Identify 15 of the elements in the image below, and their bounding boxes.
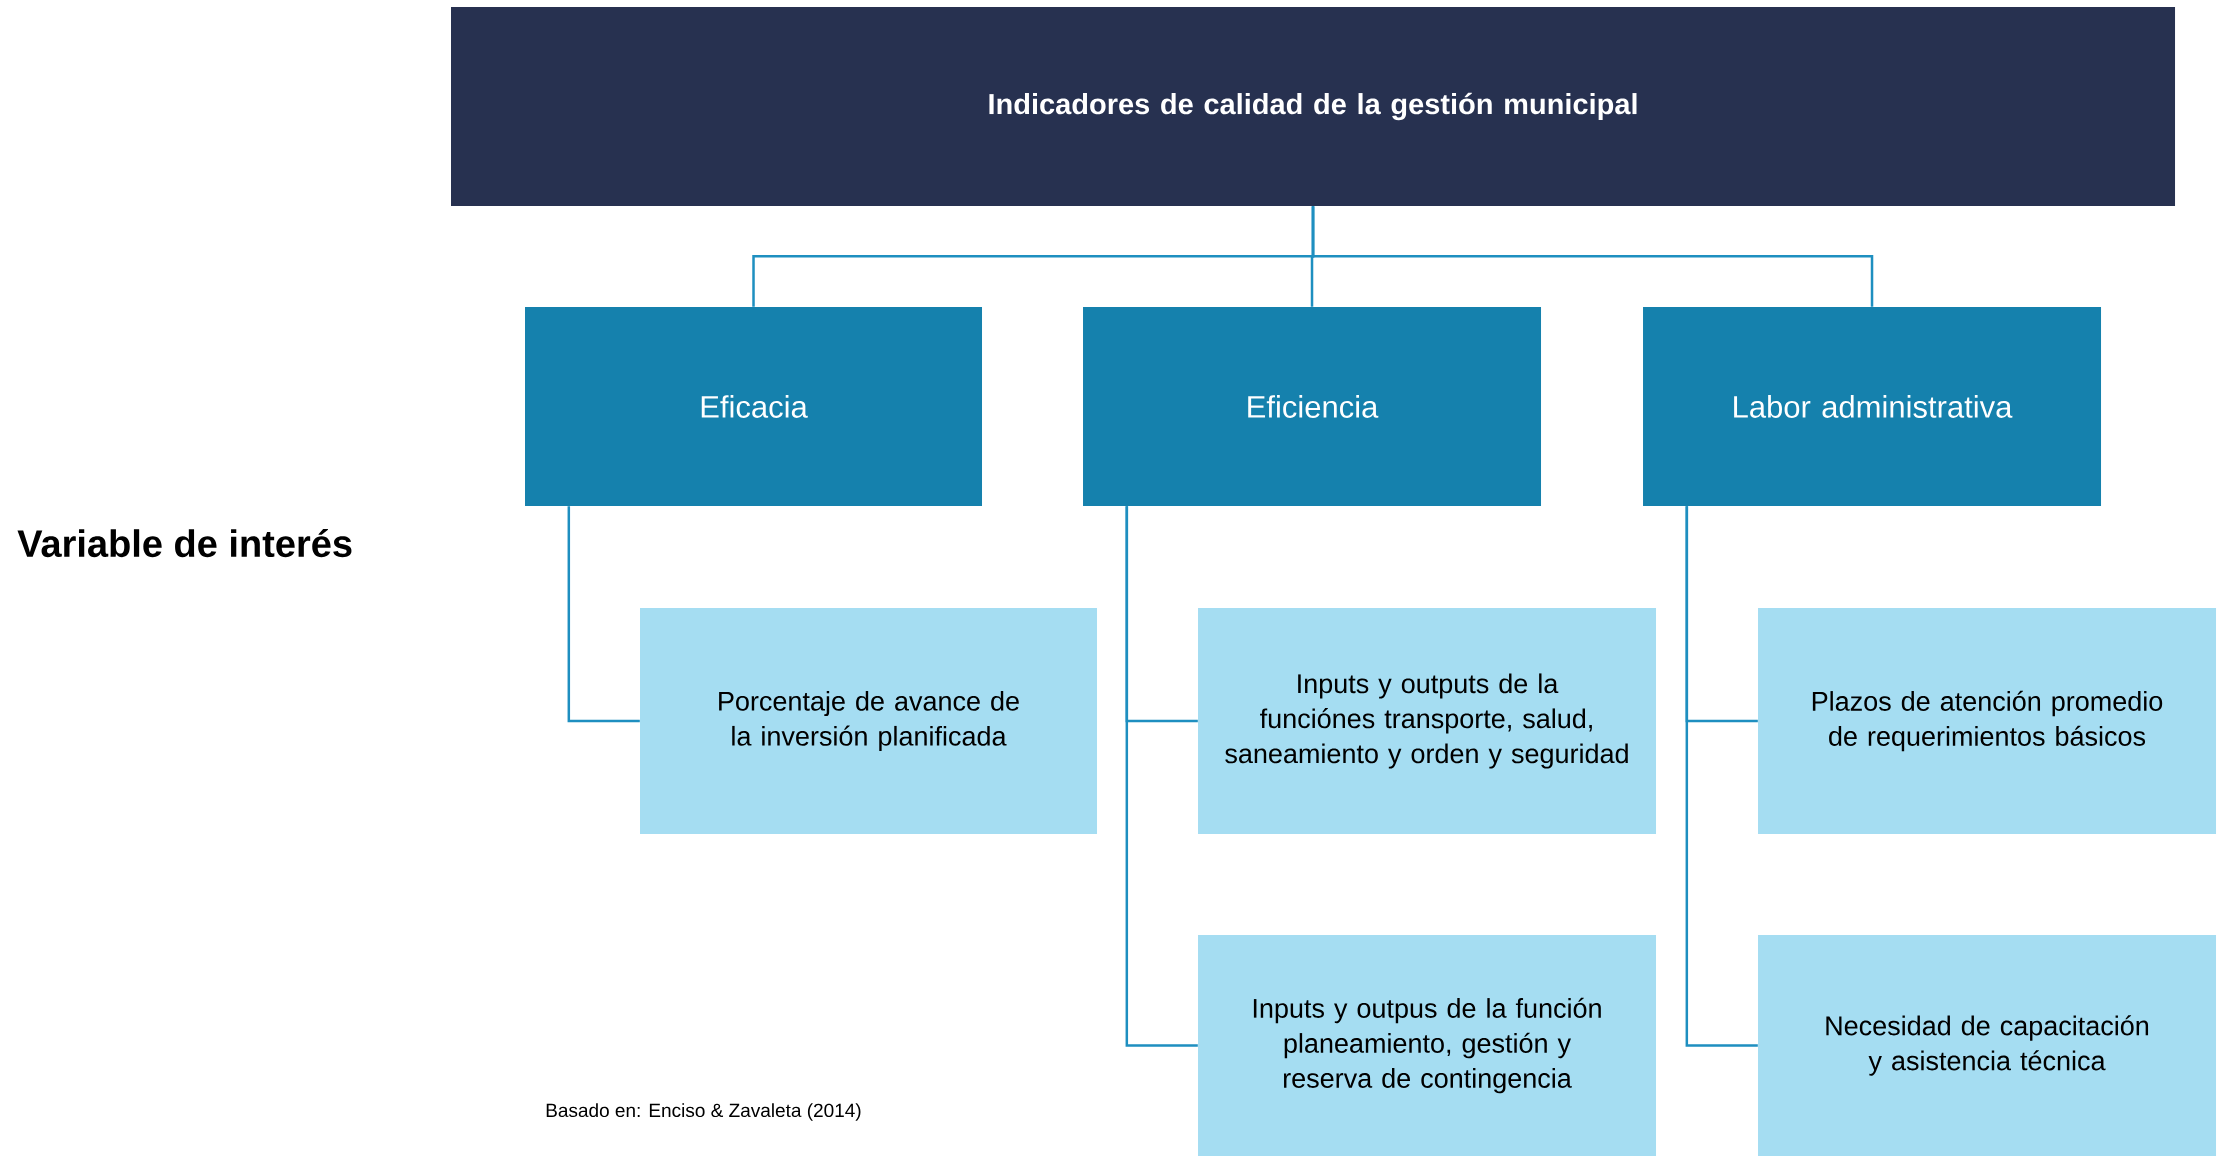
side-label: Variable de interés [17, 528, 352, 558]
connector-line [1125, 506, 1198, 1047]
connector-line [1311, 206, 1874, 307]
indicator-box: Plazos de atención promedio de requerimientos básicos [1758, 608, 2217, 834]
category-box: Eficacia [525, 307, 982, 506]
indicator-box: Porcentaje de avance de la inversión planificada [640, 608, 1097, 834]
indicator-box: Necesidad de capacitación y asistencia técnica [1758, 935, 2217, 1156]
title-box: Indicadores de calidad de la gestión municipal [451, 7, 2176, 206]
indicator-box: Inputs y outputs de la funciónes transporte, salud, saneamiento y orden y seguridad [1198, 608, 1656, 834]
category-box: Eficiencia [1083, 307, 1541, 506]
source-note: Basado en: Enciso & Zavaleta (2014) [546, 1103, 861, 1121]
connector-line [1685, 506, 1758, 1047]
indicator-box: Inputs y outpus de la función planeamiento, gestión y reserva de contingencia [1198, 935, 1656, 1156]
category-box: Labor administrativa [1643, 307, 2102, 506]
connector-line [567, 506, 640, 723]
